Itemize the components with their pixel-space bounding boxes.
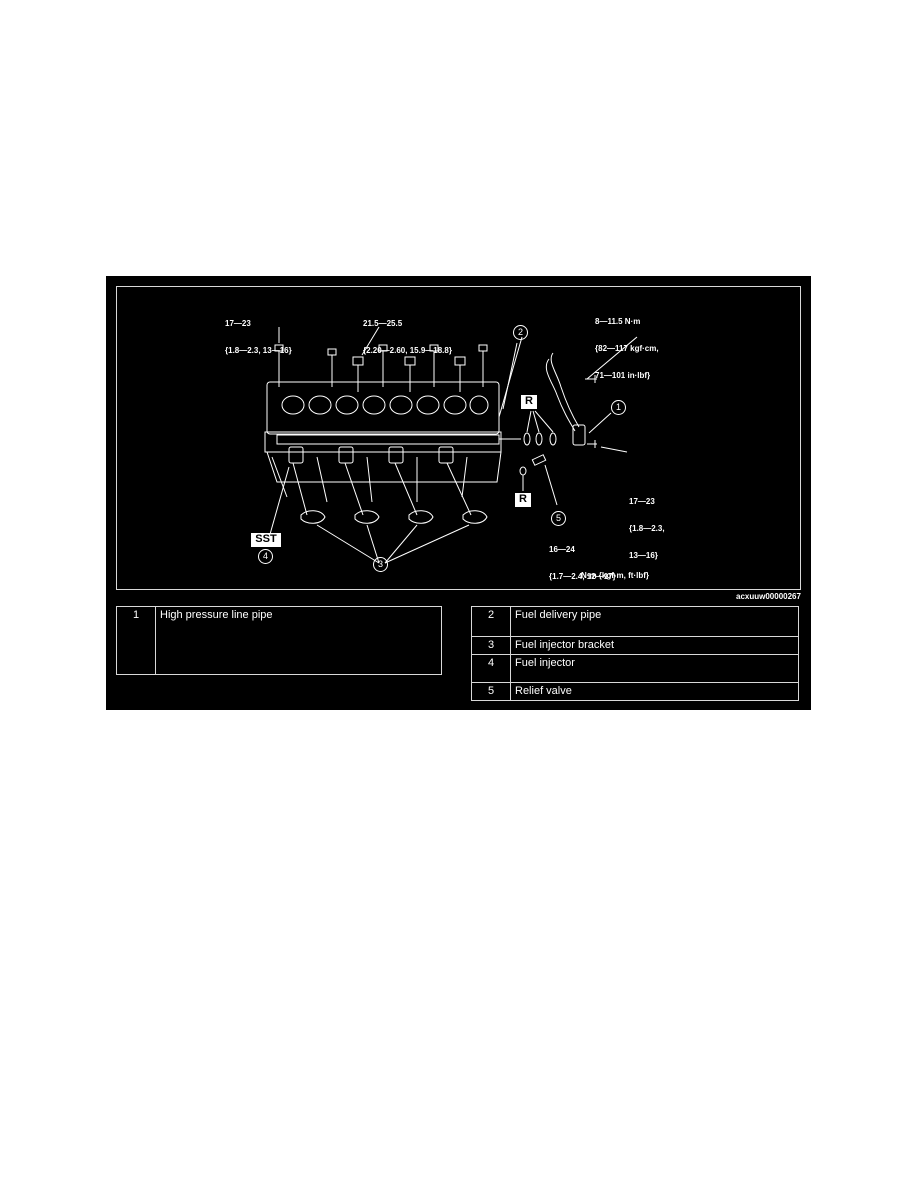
legend-table-right: 2 Fuel delivery pipe 3 Fuel injector bra…	[471, 606, 799, 701]
right-torque-callout: 17—23 {1.8—2.3, 13—16}	[629, 479, 665, 578]
upper-right-torque-callout: 8—11.5 N·m {82—117 kgf·cm, 71—101 in·lbf…	[595, 299, 659, 398]
legend-name: Fuel injector bracket	[510, 636, 799, 655]
relief-valve-part	[519, 454, 558, 506]
diagram-frame: 17—23 {1.8—2.3, 13—16} 21.5—25.5 {2.20—2…	[116, 286, 801, 590]
legend-num: 3	[471, 636, 511, 655]
replace-marker-bottom: R	[515, 493, 531, 507]
left-torque-callout: 17—23 {1.8—2.3, 13—16}	[225, 301, 292, 373]
relief-torque-line1: 16—24	[549, 545, 575, 554]
table-row: 4 Fuel injector	[471, 654, 799, 683]
upper-right-torque-line1: 8—11.5 N·m	[595, 317, 641, 326]
engine-diagram	[264, 326, 638, 564]
table-row: 5 Relief valve	[471, 682, 799, 701]
callout-1: 1	[611, 400, 626, 415]
left-torque-line2: {1.8—2.3, 13—16}	[225, 346, 292, 355]
callout-leaders	[502, 342, 612, 434]
center-torque-line1: 21.5—25.5	[363, 319, 403, 328]
bolt-leaders	[278, 326, 523, 418]
right-torque-line1: 17—23	[629, 497, 655, 506]
upper-right-torque-line2: {82—117 kgf·cm,	[595, 344, 659, 353]
port-ovals	[281, 395, 489, 415]
unit-note: N·m {kgf·m, ft·lbf}	[581, 571, 649, 580]
left-torque-line1: 17—23	[225, 319, 251, 328]
sst-marker: SST	[251, 533, 281, 547]
legend-name: Fuel delivery pipe	[510, 606, 799, 637]
callout-4: 4	[258, 549, 273, 564]
callout-2: 2	[513, 325, 528, 340]
legend-table-left: 1 High pressure line pipe	[116, 606, 442, 675]
legend-num: 1	[116, 606, 156, 675]
fuel-delivery-rail	[276, 434, 521, 445]
relief-torque-line2: {1.7—2.4, 12—17}	[549, 572, 616, 581]
legend-num: 5	[471, 682, 511, 701]
table-row: 1 High pressure line pipe	[116, 606, 442, 675]
legend-num: 4	[471, 654, 511, 683]
callout-5: 5	[551, 511, 566, 526]
center-torque-callout: 21.5—25.5 {2.20—2.60, 15.9—18.8}	[363, 301, 452, 373]
reference-code: acxuuw00000267	[736, 592, 801, 601]
bracket-leaders	[266, 462, 472, 564]
table-row: 3 Fuel injector bracket	[471, 636, 799, 655]
legend-num: 2	[471, 606, 511, 637]
injector-brackets	[300, 510, 488, 524]
bolts	[274, 344, 488, 392]
legend-name: Relief valve	[510, 682, 799, 701]
right-torque-line2: {1.8—2.3,	[629, 524, 665, 533]
legend-name: Fuel injector	[510, 654, 799, 683]
high-pressure-pipe	[545, 336, 638, 453]
center-torque-line2: {2.20—2.60, 15.9—18.8}	[363, 346, 452, 355]
table-row: 2 Fuel delivery pipe	[471, 606, 799, 637]
upper-right-torque-line3: 71—101 in·lbf}	[595, 371, 651, 380]
callout-3: 3	[373, 557, 388, 572]
injectors	[288, 446, 454, 464]
right-torque-line3: 13—16}	[629, 551, 658, 560]
washers	[523, 410, 557, 446]
parts-figure: 17—23 {1.8—2.3, 13—16} 21.5—25.5 {2.20—2…	[106, 276, 811, 710]
legend-name: High pressure line pipe	[155, 606, 442, 675]
replace-marker-top: R	[521, 395, 537, 409]
relief-torque-callout: 16—24 {1.7—2.4, 12—17}	[549, 527, 616, 599]
